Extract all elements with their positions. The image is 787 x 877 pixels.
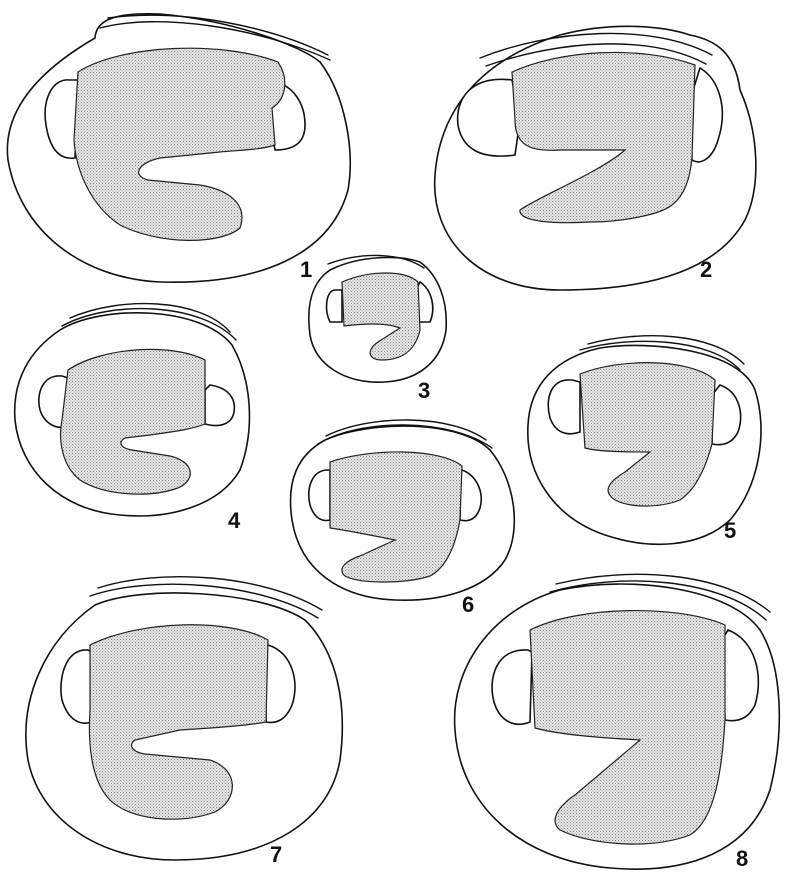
muscle-scar-left-2 xyxy=(458,79,520,156)
figure-4: 4 xyxy=(15,304,250,533)
pallial-sinus-area-6 xyxy=(330,452,462,582)
figure-label-5: 5 xyxy=(724,518,736,543)
figure-label-2: 2 xyxy=(700,257,712,282)
figure-3: 3 xyxy=(309,255,446,403)
figure-2: 2 xyxy=(435,26,756,290)
figure-label-7: 7 xyxy=(270,842,282,867)
muscle-scar-left-5 xyxy=(548,380,580,434)
figure-label-6: 6 xyxy=(462,592,474,617)
muscle-scar-left-3 xyxy=(327,290,342,322)
figure-label-4: 4 xyxy=(228,508,241,533)
figure-1: 1 xyxy=(7,14,350,282)
figure-label-1: 1 xyxy=(300,257,312,282)
pallial-sinus-area-4 xyxy=(61,349,205,494)
figure-6: 6 xyxy=(290,420,514,617)
figure-label-3: 3 xyxy=(418,378,430,403)
figure-label-8: 8 xyxy=(736,846,748,871)
figure-7: 7 xyxy=(26,577,342,867)
figure-8: 8 xyxy=(455,574,780,871)
pallial-sinus-area-8 xyxy=(530,611,725,844)
figure-5: 5 xyxy=(528,336,761,545)
